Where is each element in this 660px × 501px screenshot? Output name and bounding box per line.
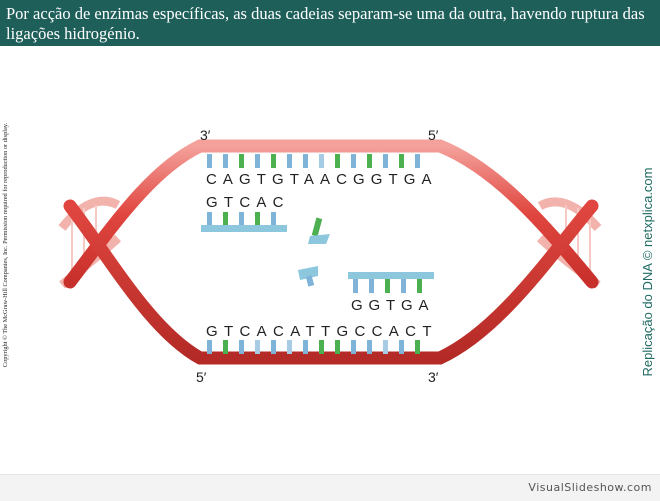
bottom-sequence: GTCACATTGCCACT bbox=[206, 323, 432, 340]
top-right-end-label: 5′ bbox=[428, 127, 439, 143]
bottom-partial-sequence: GGTGA bbox=[351, 297, 429, 314]
top-strand bbox=[63, 139, 599, 289]
footer-watermark[interactable]: VisualSlideshow.com bbox=[528, 481, 652, 494]
top-partial-sequence: GTCAC bbox=[206, 194, 284, 211]
bottom-nucleotides bbox=[207, 340, 420, 354]
header-text: Por acção de enzimas específicas, as dua… bbox=[6, 4, 645, 43]
free-nucleotide-blue bbox=[298, 266, 318, 287]
top-left-end-label: 3′ bbox=[200, 127, 211, 143]
bottom-left-end-label: 5′ bbox=[196, 369, 207, 385]
side-caption: Replicação do DNA © netxplica.com bbox=[640, 167, 655, 377]
free-nucleotide-green bbox=[308, 217, 330, 244]
bottom-strand bbox=[63, 199, 599, 365]
footer-bar: VisualSlideshow.com bbox=[0, 474, 660, 501]
dna-replication-diagram: 3′ 5′ 5′ 3′ CAGTGTAACGGTGA GTCAC bbox=[58, 127, 602, 385]
top-partial-nucleotides bbox=[201, 212, 287, 232]
top-sequence: CAGTGTAACGGTGA bbox=[206, 171, 432, 188]
bottom-right-end-label: 3′ bbox=[428, 369, 439, 385]
top-nucleotides bbox=[207, 154, 420, 168]
header-bar: Por acção de enzimas específicas, as dua… bbox=[0, 0, 660, 46]
bottom-partial-nucleotides bbox=[348, 272, 434, 293]
